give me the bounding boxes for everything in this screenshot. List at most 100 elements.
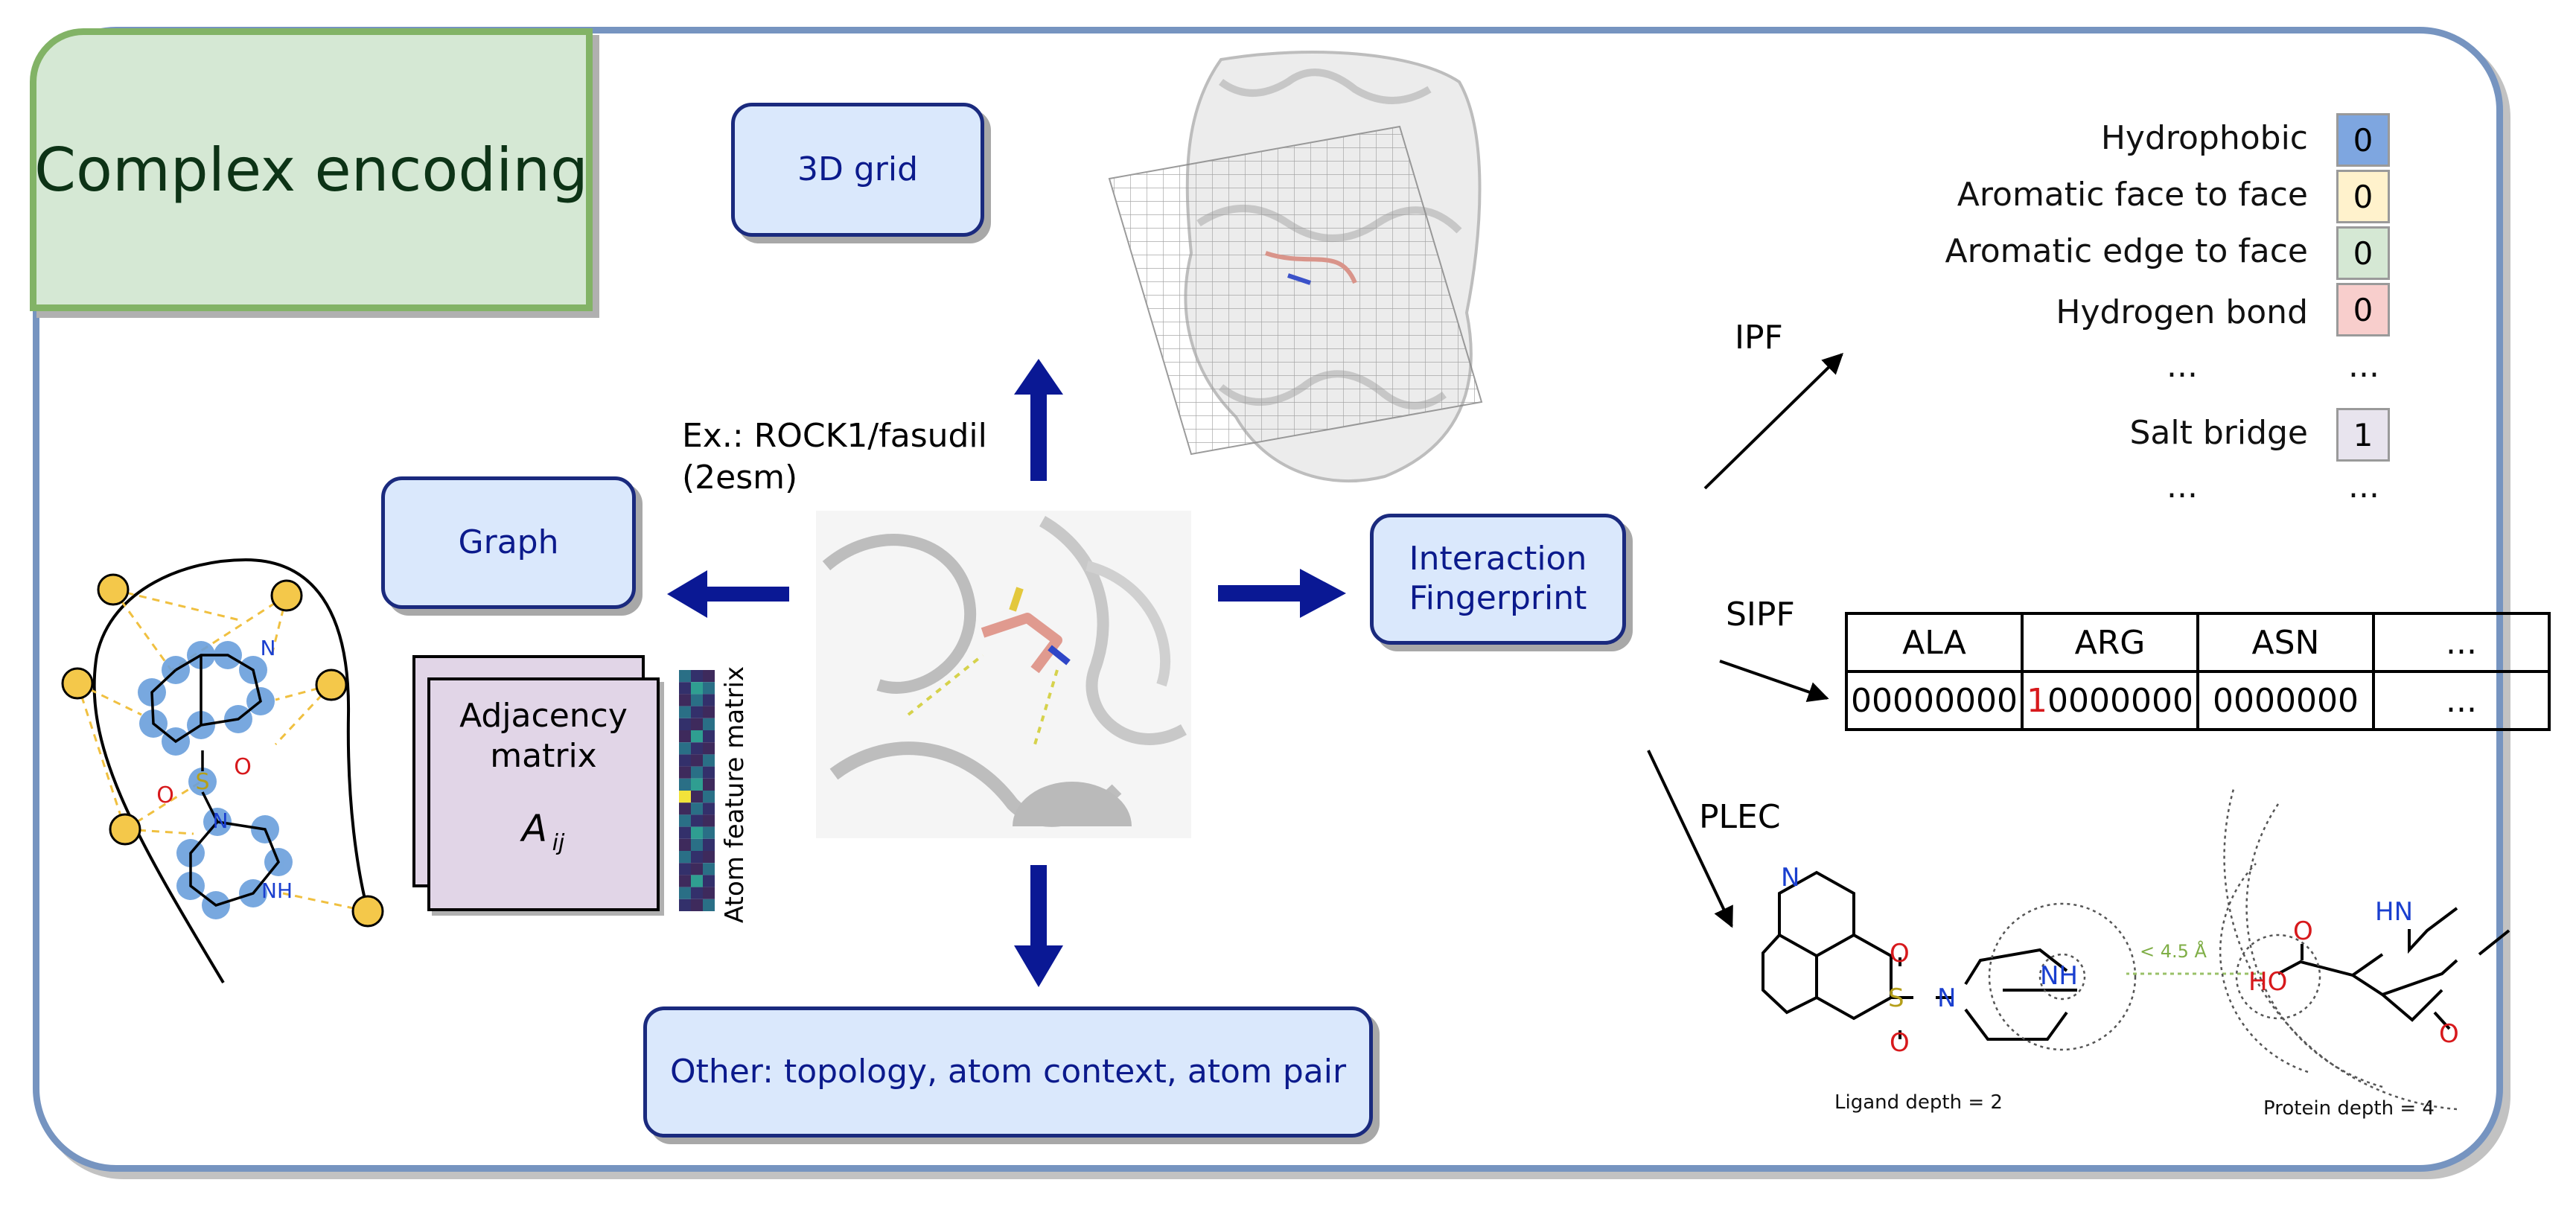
sipf-header-row: ALA ARG ASN ... [1845, 612, 2551, 673]
sipf-label: SIPF [1726, 596, 1795, 634]
fingerprint-label-line1: Interaction [1409, 540, 1587, 578]
atom-feature-matrix [679, 670, 715, 911]
feature-cell [679, 682, 691, 695]
feature-cell [679, 742, 691, 755]
sipf-arrow [1719, 660, 1829, 702]
plec-atom-labels: N O O S N NH HO O HN O < 4.5 Å [1781, 863, 2459, 1058]
graph-sulfonyl-o1: O [156, 782, 174, 808]
feature-cell [703, 730, 715, 743]
feature-cell [691, 754, 703, 767]
ipf-row-hydrophobic-label: Hydrophobic [2100, 119, 2308, 157]
feature-cell [691, 730, 703, 743]
graph-method-label: Graph [458, 523, 559, 561]
sipf-value-arg-highlight: 1 [2027, 681, 2048, 720]
ipf-row-saltbridge-label: Salt bridge [2129, 414, 2308, 452]
plec-atom-ho: HO [2248, 967, 2287, 997]
feature-cell [703, 899, 715, 911]
graph-sulfonyl-s: S [195, 769, 209, 795]
feature-cell [703, 778, 715, 791]
adjacency-label-line1: Adjacency [459, 697, 628, 735]
molecular-graph-drawing: S O O N N NH [61, 558, 384, 984]
plec-distance: < 4.5 Å [2140, 940, 2207, 962]
arrow-down [1014, 865, 1063, 987]
other-method-box[interactable]: Other: topology, atom context, atom pair [643, 1006, 1373, 1138]
ipf-ellipsis-label-1: ... [2167, 347, 2198, 385]
ipf-arrow [1703, 353, 1844, 490]
ipf-row-hbond-label: Hydrogen bond [2056, 293, 2308, 331]
feature-cell [691, 791, 703, 803]
feature-cell [691, 706, 703, 718]
complex-example-line2: (2esm) [682, 459, 798, 497]
graph-method-box[interactable]: Graph [381, 476, 636, 609]
plec-protein-depth: Protein depth = 4 [2263, 1097, 2435, 1120]
ipf-row-hbond-value: 0 [2336, 283, 2390, 336]
plec-atom-o2: O [1890, 1028, 1910, 1058]
feature-cell [703, 814, 715, 827]
grid-method-box[interactable]: 3D grid [731, 103, 984, 237]
adjacency-label-line2: matrix [490, 737, 596, 775]
plec-atom-hn: HN [2375, 897, 2413, 927]
feature-cell [679, 754, 691, 767]
feature-cell [679, 730, 691, 743]
feature-cell [691, 694, 703, 706]
adjacency-matrix-card: Adjacency matrix A ij [412, 655, 660, 911]
other-method-label: Other: topology, atom context, atom pair [669, 1052, 1347, 1091]
feature-cell [691, 826, 703, 839]
feature-cell [691, 682, 703, 695]
complex-example-line1: Ex.: ROCK1/fasudil [682, 417, 987, 455]
ipf-row-hydrophobic-value: 0 [2336, 113, 2390, 167]
ipf-ellipsis-value-1: ... [2348, 347, 2379, 385]
feature-cell [703, 682, 715, 695]
graph-piperazine-n: N [213, 808, 229, 833]
feature-cell [679, 826, 691, 839]
sipf-value-ala: 00000000 [1845, 670, 2024, 731]
feature-cell [703, 694, 715, 706]
plec-atom-nh: NH [2040, 961, 2078, 991]
feature-cell [679, 706, 691, 718]
feature-cell [679, 814, 691, 827]
plec-atom-o1: O [1890, 939, 1910, 969]
feature-cell [679, 694, 691, 706]
feature-cell [703, 863, 715, 875]
feature-cell [703, 851, 715, 864]
feature-cell [703, 875, 715, 887]
sipf-value-more: ... [2372, 670, 2551, 731]
feature-cell [703, 766, 715, 779]
grid-method-label: 3D grid [797, 150, 919, 188]
feature-cell [691, 863, 703, 875]
feature-cell [679, 766, 691, 779]
ipf-row-face-label: Aromatic face to face [1957, 176, 2308, 214]
ipf-row-saltbridge-value: 1 [2336, 408, 2390, 462]
sipf-header-asn: ASN [2196, 612, 2375, 673]
feature-cell [703, 887, 715, 899]
ipf-row-edge-value: 0 [2336, 226, 2390, 280]
feature-cell [679, 899, 691, 911]
fingerprint-method-box[interactable]: Interaction Fingerprint [1370, 514, 1626, 645]
fingerprint-label-line2: Fingerprint [1409, 579, 1587, 617]
adjacency-symbol: A [520, 807, 547, 850]
plec-atom-o3: O [2293, 916, 2313, 946]
ipf-ellipsis-label-2: ... [2167, 468, 2198, 505]
plec-atom-n1: N [1781, 863, 1799, 893]
feature-cell [679, 718, 691, 730]
direction-arrows [667, 359, 1346, 987]
sipf-value-row: 00000000 10000000 0000000 ... [1845, 670, 2551, 731]
ipf-ellipsis-value-2: ... [2348, 468, 2379, 505]
feature-cell [703, 706, 715, 718]
feature-cell [703, 791, 715, 803]
graph-nh: NH [261, 878, 293, 903]
arrow-up [1014, 359, 1063, 481]
feature-cell [703, 718, 715, 730]
arrow-left [667, 570, 789, 618]
feature-cell [703, 826, 715, 839]
plec-atom-o4: O [2439, 1019, 2459, 1049]
ipf-row-edge-label: Aromatic edge to face [1945, 232, 2308, 270]
feature-cell [691, 887, 703, 899]
feature-cell [691, 766, 703, 779]
title-box: Complex encoding [30, 28, 593, 311]
feature-cell [703, 838, 715, 851]
atom-feature-matrix-label: Atom feature matrix [720, 666, 750, 923]
feature-cell [691, 838, 703, 851]
feature-cell [691, 718, 703, 730]
